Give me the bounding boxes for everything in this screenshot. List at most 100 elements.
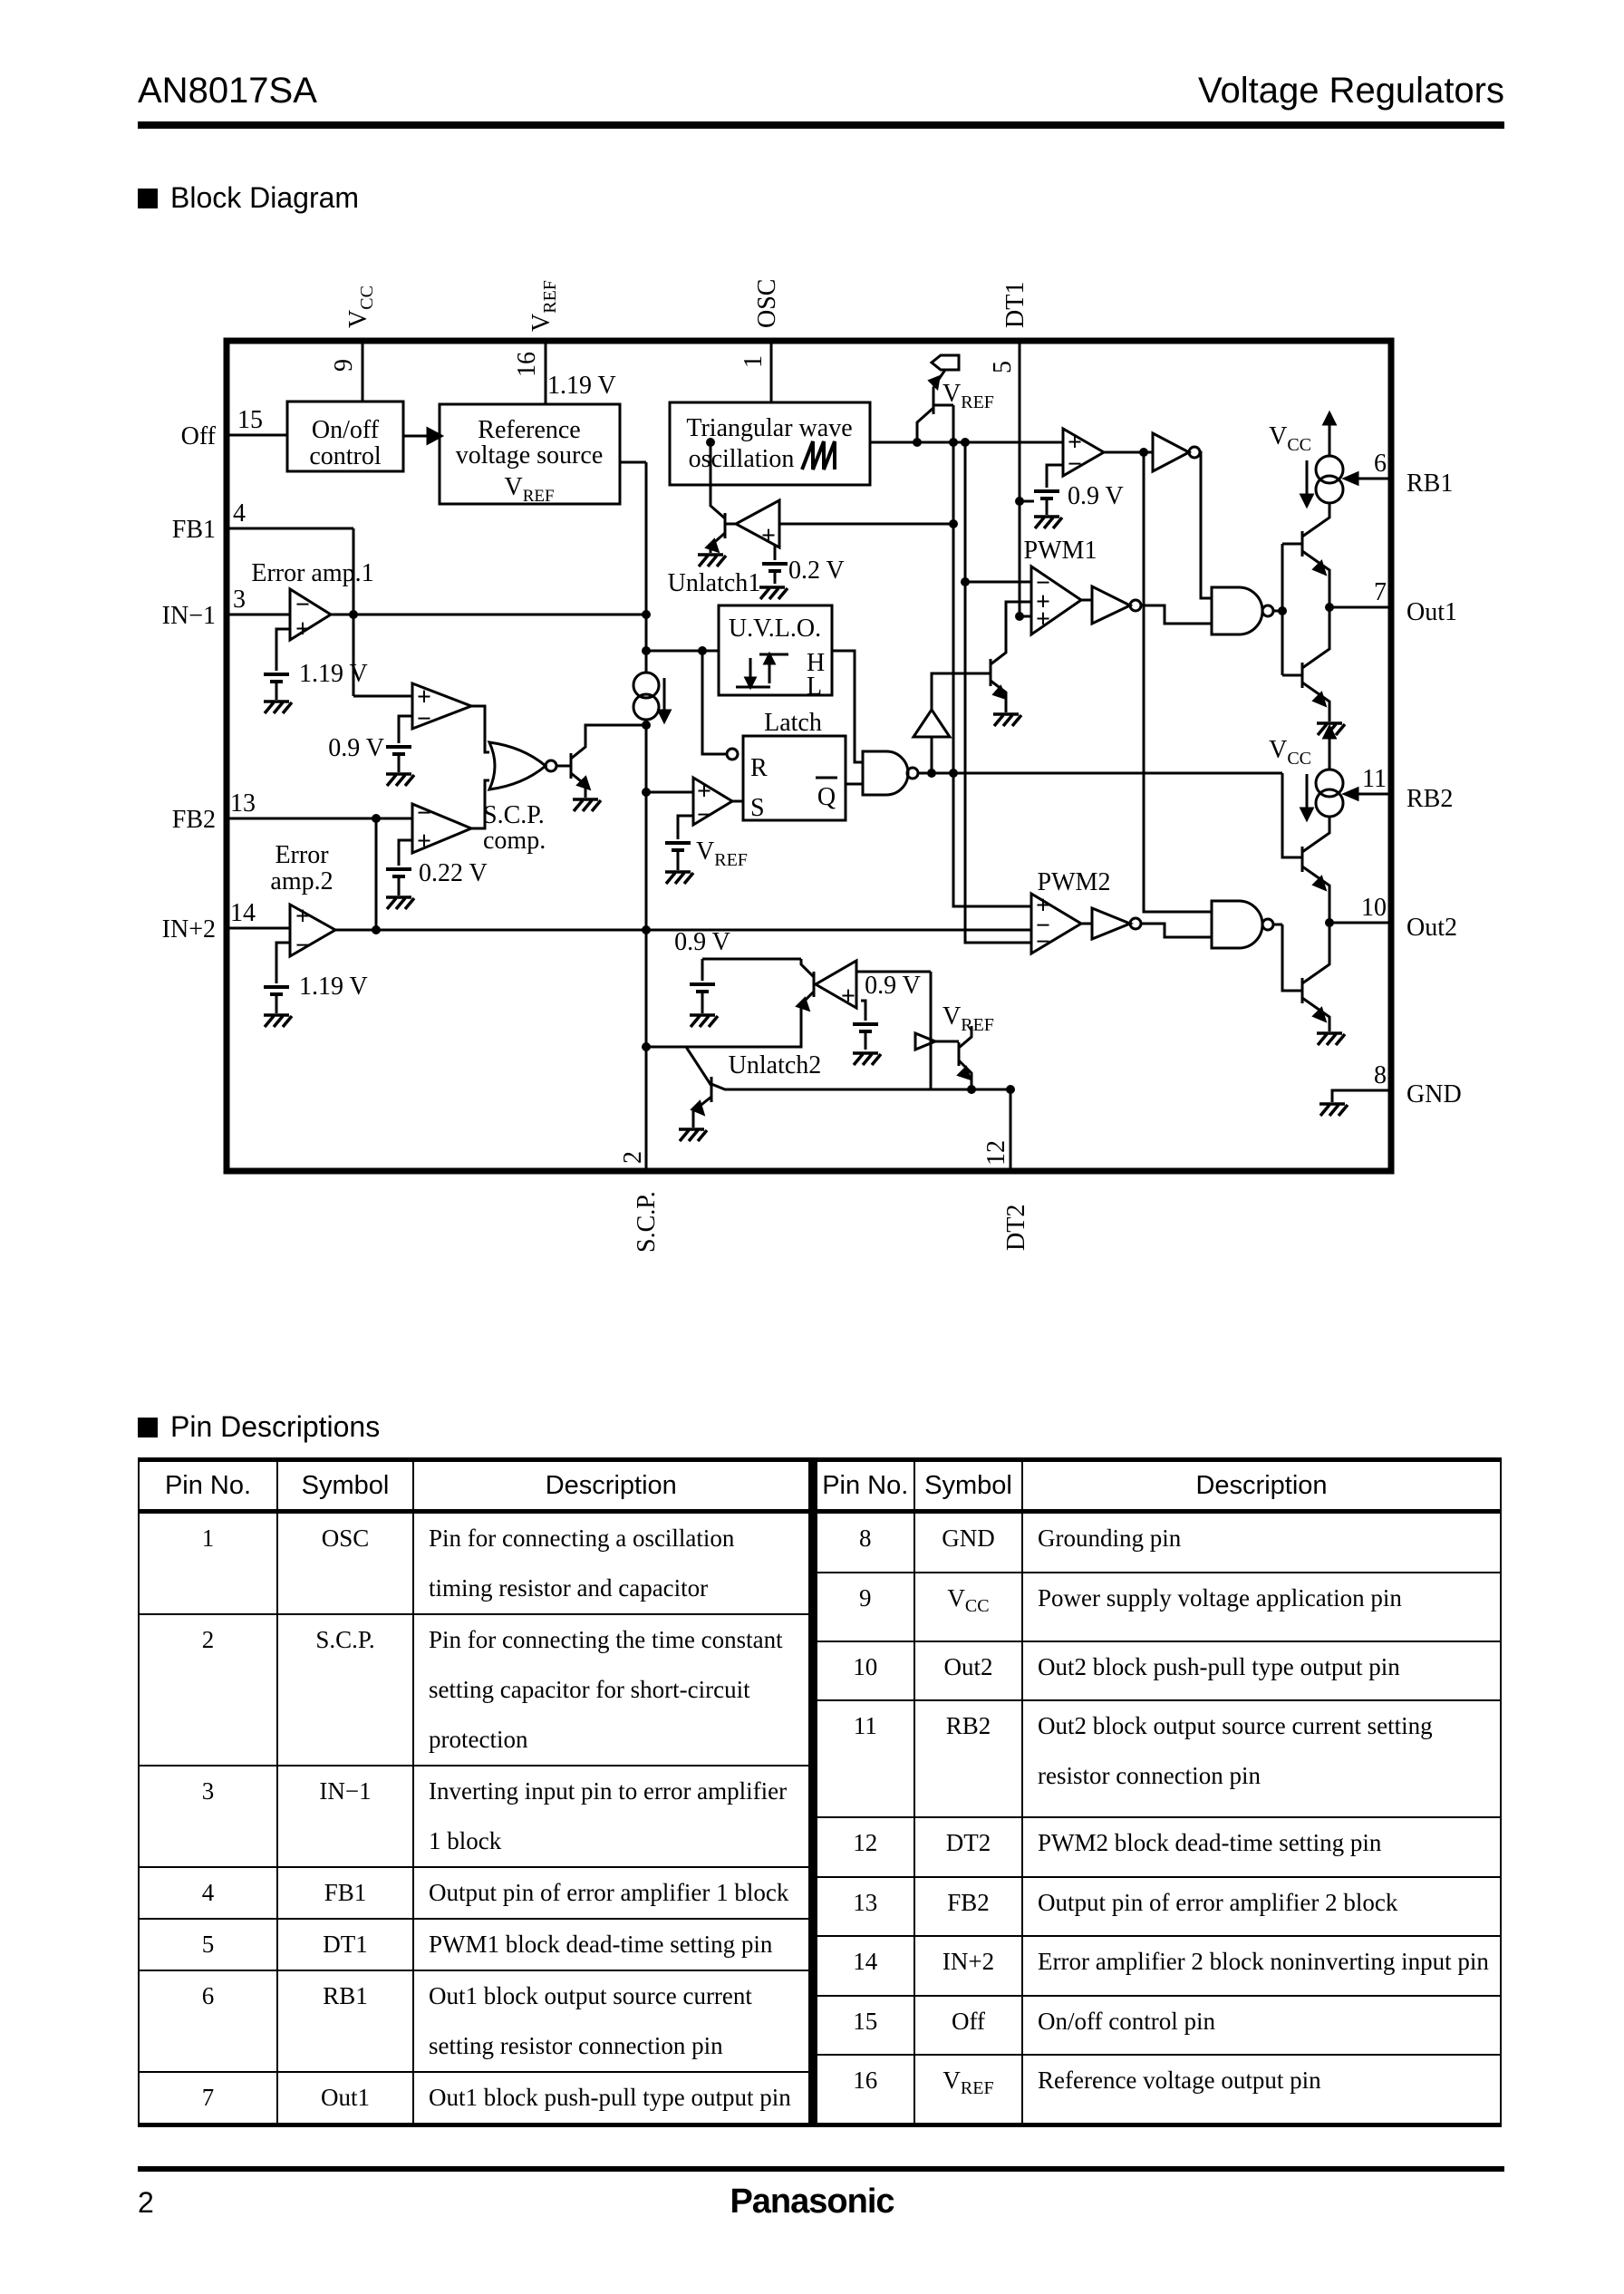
bat-09-unlatch2a: 0.9 V — [674, 928, 730, 956]
pin-name-dt1: DT1 — [1001, 282, 1030, 328]
pin-number-cell: 3 — [139, 1765, 277, 1867]
ground-icon — [664, 870, 695, 886]
pin-name-gnd: GND — [1406, 1080, 1462, 1108]
ground-icon — [678, 1128, 709, 1143]
plus: + — [761, 522, 776, 550]
pin-number-cell: 10 — [815, 1640, 914, 1701]
pin-number-cell: 7 — [139, 2071, 277, 2123]
vcc-upper: VCC — [1269, 422, 1311, 455]
part-number: AN8017SA — [138, 71, 317, 111]
plus: + — [1036, 892, 1050, 920]
pin-3: 3 — [233, 586, 246, 614]
pin-symbol-cell: DT2 — [914, 1816, 1022, 1877]
pin-description-cell: Inverting input pin to error amplifier 1… — [412, 1765, 810, 1867]
pin-6: 6 — [1374, 450, 1387, 478]
pin-number-cell: 15 — [815, 1994, 914, 2056]
pin-1: 1 — [740, 355, 768, 368]
pin-9: 9 — [330, 359, 358, 372]
minus: − — [697, 801, 711, 829]
pin-number-cell: 14 — [815, 1935, 914, 1996]
pin-2: 2 — [619, 1151, 647, 1164]
section-title: Block Diagram — [170, 181, 360, 214]
bat-09-unlatch2b: 0.9 V — [865, 972, 921, 1000]
latch-qbar: Q — [817, 783, 836, 811]
pin-name-rb1: RB1 — [1406, 469, 1453, 498]
col-pin-no: Pin No. — [815, 1462, 914, 1514]
pin-number-cell: 5 — [139, 1918, 277, 1970]
pin-description-cell: On/off control pin — [1021, 1994, 1501, 2056]
category-title: Voltage Regulators — [1197, 71, 1504, 111]
section-pin-descriptions: Pin Descriptions — [138, 1410, 380, 1444]
pin-number-cell: 13 — [815, 1875, 914, 1937]
page-number: 2 — [138, 2186, 154, 2219]
pin-symbol-cell: RB1 — [276, 1970, 413, 2072]
pin-name-in2: IN+2 — [162, 915, 216, 944]
pin-number-cell: 2 — [139, 1613, 277, 1766]
vcc-lower: VCC — [1269, 736, 1311, 769]
ground-icon — [1316, 721, 1347, 737]
ref-line1: Reference — [478, 416, 580, 444]
diagram-labels: VCC VREF OSC DT1 9 16 1 5 2 12 S.C.P. DT… — [162, 279, 1462, 1253]
unlatch2-label: Unlatch2 — [729, 1051, 822, 1079]
sawtooth-icon — [800, 440, 836, 470]
bat-09-right: 0.9 V — [1068, 482, 1124, 510]
plus: + — [295, 615, 310, 644]
pin-symbol-cell: RB2 — [914, 1699, 1022, 1817]
ground-icon — [385, 895, 416, 911]
pin-4: 4 — [233, 499, 246, 528]
bat-02: 0.2 V — [788, 557, 845, 585]
pin-description-cell: PWM2 block dead-time setting pin — [1021, 1816, 1501, 1877]
minus: − — [295, 932, 310, 960]
latch-s: S — [750, 794, 765, 822]
ground-icon — [759, 586, 789, 601]
ground-icon — [689, 1013, 720, 1029]
vref-119-label: 1.19 V — [547, 372, 616, 400]
pin-name-vcc: VCC — [344, 286, 377, 328]
pwm1-label: PWM1 — [1024, 537, 1097, 565]
pin-symbol-cell: Off — [914, 1994, 1022, 2056]
pin-description-cell: Error amplifier 2 block noninverting inp… — [1021, 1935, 1501, 1996]
pin-5: 5 — [989, 361, 1017, 373]
pin-name-osc: OSC — [753, 279, 781, 328]
vref-scomp: VREF — [696, 837, 748, 870]
square-bullet-icon — [138, 188, 158, 208]
pin-name-dt2: DT2 — [1002, 1205, 1030, 1251]
pin-number-cell: 6 — [139, 1970, 277, 2072]
section-block-diagram: Block Diagram — [138, 181, 359, 215]
pin-description-cell: Output pin of error amplifier 2 block — [1021, 1875, 1501, 1937]
ground-icon — [852, 1051, 883, 1067]
scp-comp-label2: comp. — [483, 827, 546, 855]
ground-icon — [1033, 515, 1064, 530]
ground-icon — [263, 700, 294, 715]
pin-10: 10 — [1361, 894, 1387, 922]
error-amp2-label1: Error — [275, 841, 329, 869]
minus: − — [1036, 928, 1050, 956]
col-symbol: Symbol — [276, 1462, 413, 1514]
pin-description-cell: Out1 block output source current setting… — [412, 1970, 810, 2072]
pin-14: 14 — [230, 899, 256, 927]
pin-number-cell: 16 — [815, 2054, 914, 2123]
pin-description-cell: Power supply voltage application pin — [1021, 1571, 1501, 1641]
ic-boundary — [223, 337, 1395, 1175]
pin-name-out1: Out1 — [1406, 598, 1457, 626]
pin-12: 12 — [982, 1140, 1010, 1166]
col-symbol: Symbol — [914, 1462, 1022, 1514]
junction-dots — [349, 438, 1334, 1094]
unlatch1-label: Unlatch1 — [668, 569, 761, 597]
plus: + — [697, 778, 711, 806]
uvlo-l: L — [807, 673, 822, 701]
